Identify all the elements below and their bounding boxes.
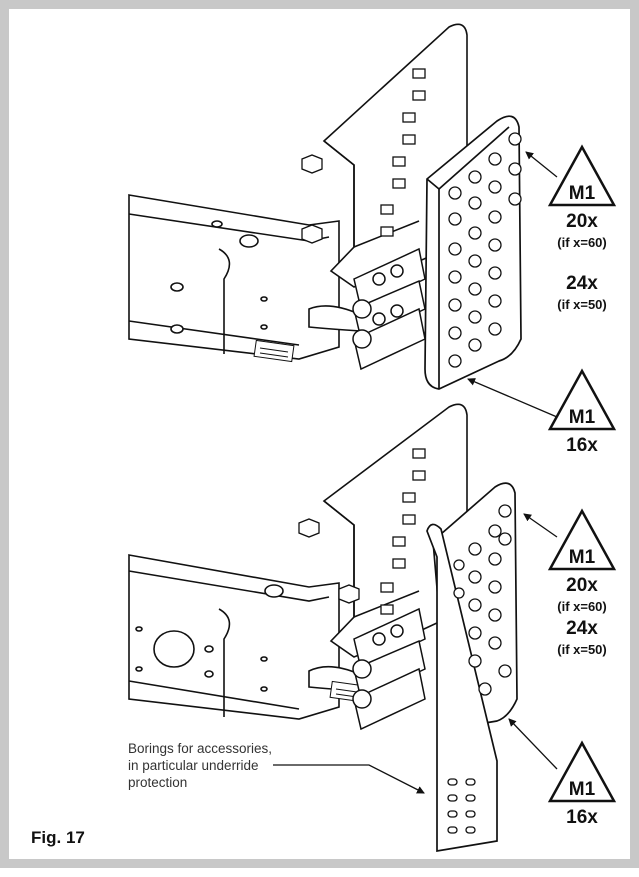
top-link-lugs xyxy=(352,247,426,371)
top-upper-marker: M1 20x (if x=60) 24x (if x=50) xyxy=(547,144,617,312)
top-leaders xyxy=(467,151,558,418)
borings-note-line-1: Borings for accessories, xyxy=(128,741,272,756)
top-frame-rail xyxy=(128,194,362,360)
top-upper-marker-count: 20x xyxy=(566,211,598,232)
top-type-plate xyxy=(253,339,295,363)
borings-note-line-3: protection xyxy=(128,775,187,790)
bottom-lower-marker-count: 16x xyxy=(566,807,598,828)
borings-note-line-2: in particular underride xyxy=(128,758,259,773)
top-upper-marker-symbol: M1 xyxy=(569,183,596,204)
bottom-underride-bar xyxy=(426,523,498,853)
assembly-drawing: M1 20x (if x=60) 24x (if x=50) M1 16x xyxy=(31,23,617,853)
top-upper-marker-alt-condition: (if x=50) xyxy=(557,297,607,312)
bottom-link-lugs xyxy=(352,607,426,731)
bottom-leaders xyxy=(273,513,558,794)
bottom-plate-bolts xyxy=(453,504,512,696)
bottom-bracket-studs xyxy=(298,448,426,615)
bottom-frame-rail xyxy=(128,554,362,720)
top-plate-bolts xyxy=(448,132,522,368)
figure-label: Fig. 17 xyxy=(31,828,85,847)
top-lower-marker: M1 16x xyxy=(547,368,617,456)
top-bracket-studs xyxy=(301,68,426,244)
top-upper-marker-alt-count: 24x xyxy=(566,273,598,294)
bottom-assembly: M1 20x (if x=60) 24x (if x=50) M1 16x Bo… xyxy=(128,403,617,853)
boring-holes xyxy=(447,778,476,834)
bottom-upper-marker-condition: (if x=60) xyxy=(557,599,607,614)
bottom-upper-marker-symbol: M1 xyxy=(569,547,596,568)
top-upper-marker-condition: (if x=60) xyxy=(557,235,607,250)
bottom-upper-marker: M1 20x (if x=60) 24x (if x=50) xyxy=(547,508,617,657)
bottom-mounting-bracket xyxy=(322,403,468,658)
bottom-lower-marker: M1 16x xyxy=(547,740,617,828)
bottom-upper-marker-count: 20x xyxy=(566,575,598,596)
top-assembly: M1 20x (if x=60) 24x (if x=50) M1 16x xyxy=(128,23,617,456)
borings-note: Borings for accessories, in particular u… xyxy=(128,741,272,790)
bottom-lower-marker-symbol: M1 xyxy=(569,779,596,800)
top-lower-marker-count: 16x xyxy=(566,435,598,456)
top-lower-marker-symbol: M1 xyxy=(569,407,596,428)
bottom-upper-marker-alt-condition: (if x=50) xyxy=(557,642,607,657)
bottom-upper-marker-alt-count: 24x xyxy=(566,618,598,639)
